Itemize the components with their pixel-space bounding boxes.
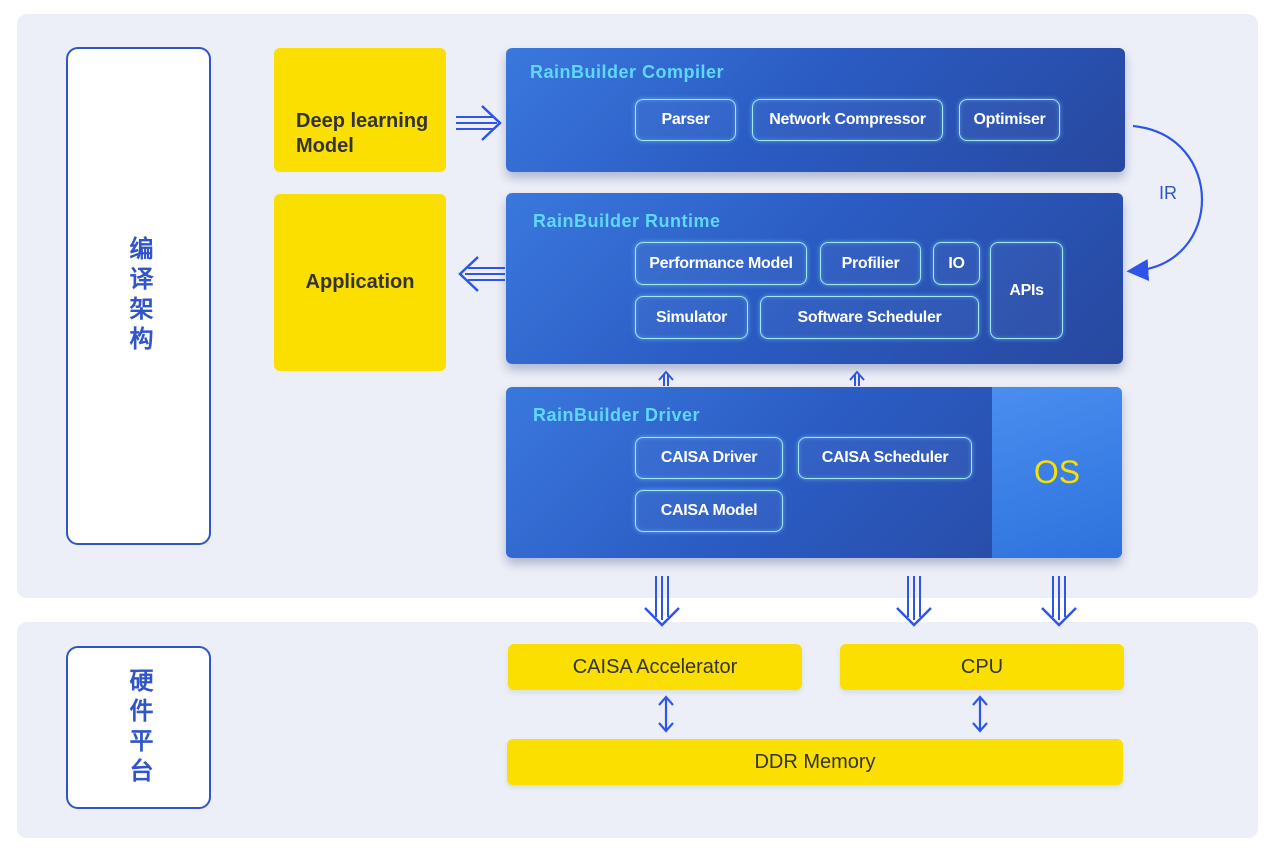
network-compressor-module: Network Compressor — [752, 99, 943, 141]
compiler-box: RainBuilder Compiler Parser Network Comp… — [506, 48, 1125, 172]
driver-to-cpu-arrow-right — [1041, 576, 1077, 627]
caisa-model-module: CAISA Model — [635, 490, 783, 532]
driver-box: RainBuilder Driver CAISA Driver CAISA Sc… — [506, 387, 1122, 558]
cpu-box: CPU — [840, 644, 1124, 690]
application-box: Application — [274, 194, 446, 371]
parser-module: Parser — [635, 99, 736, 141]
compiler-title: RainBuilder Compiler — [530, 62, 725, 82]
driver-title: RainBuilder Driver — [533, 405, 701, 425]
runtime-box: RainBuilder Runtime Performance Model Pr… — [506, 193, 1123, 364]
apis-module: APIs — [990, 242, 1063, 339]
os-region: OS — [992, 387, 1122, 558]
caisa-accelerator-box: CAISA Accelerator — [508, 644, 802, 690]
software-section-label: 编译架构 — [66, 47, 211, 545]
io-module: IO — [933, 242, 980, 285]
profilier-module: Profilier — [820, 242, 921, 285]
accelerator-memory-arrow — [658, 695, 674, 733]
cpu-memory-arrow — [972, 695, 988, 733]
software-scheduler-module: Software Scheduler — [760, 296, 979, 339]
deep-learning-model-box: Deep learning Model — [274, 48, 446, 172]
driver-to-accelerator-arrow — [644, 576, 680, 627]
ir-label: IR — [1159, 183, 1177, 203]
performance-model-module: Performance Model — [635, 242, 807, 285]
runtime-to-application-arrow — [458, 256, 505, 292]
driver-to-runtime-arrow-right — [849, 370, 865, 386]
application-label: Application — [305, 271, 415, 293]
simulator-module: Simulator — [635, 296, 748, 339]
model-to-compiler-arrow — [456, 105, 502, 141]
driver-to-runtime-arrow-left — [658, 370, 674, 386]
ir-curve-arrow — [1126, 124, 1204, 281]
driver-to-cpu-arrow-left — [896, 576, 932, 627]
caisa-driver-module: CAISA Driver — [635, 437, 783, 479]
ddr-memory-box: DDR Memory — [507, 739, 1123, 785]
hardware-section-label: 硬件平台 — [66, 646, 211, 809]
deep-learning-model-label: Deep learning Model — [296, 110, 429, 157]
runtime-title: RainBuilder Runtime — [533, 211, 721, 231]
optimiser-module: Optimiser — [959, 99, 1060, 141]
caisa-scheduler-module: CAISA Scheduler — [798, 437, 972, 479]
